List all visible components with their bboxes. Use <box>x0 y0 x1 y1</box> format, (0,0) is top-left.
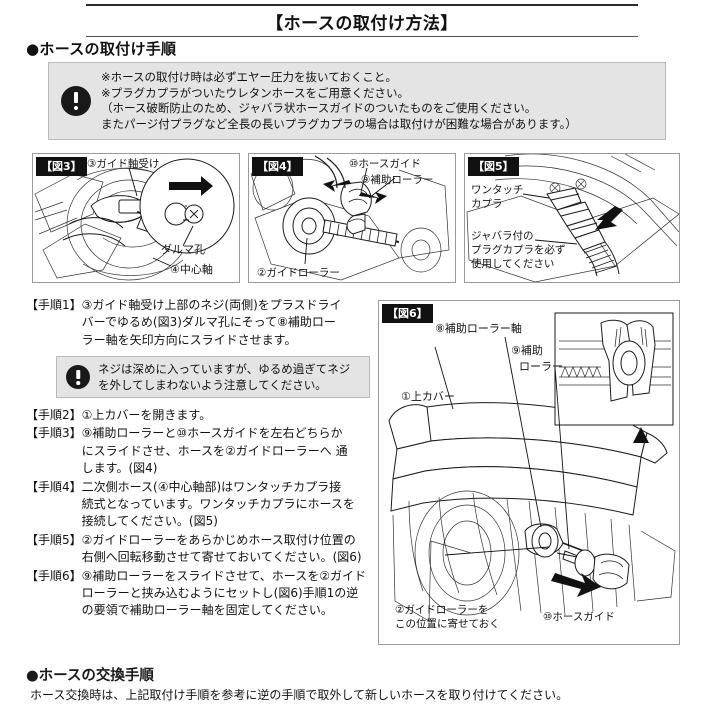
step-item: 【手順3】 ⑨補助ローラーと⑩ホースガイドを左右どちらか にスライドさせ、ホース… <box>26 425 371 477</box>
step-line: 二次側ホース(④中心軸部)はワンタッチカプラ接 <box>81 479 342 494</box>
figure-6-label-aux-roller-1: ⑨補助 <box>511 344 543 357</box>
figure-5-label-quick-coupler-1: ワンタッチ <box>471 184 524 196</box>
install-notice-box: ※ホースの取付け時は必ずエヤー圧力を抜いておくこと。 ※プラグカプラがついたウレ… <box>48 62 666 140</box>
figure-5-badge: 【図5】 <box>468 157 519 176</box>
step-line: ②ガイドローラーをあらかじめホース取付け位置の <box>81 532 356 547</box>
notice-line: （ホース破断防止のため、ジャバラ状ホースガイドのついたものをご使用ください。 <box>101 101 537 115</box>
exclamation-icon <box>61 86 91 116</box>
step-item: 【手順5】 ②ガイドローラーをあらかじめホース取付け位置の 右側へ回転移動させて… <box>26 532 371 567</box>
step-tag: 【手順5】 <box>26 532 82 547</box>
figure-3-badge: 【図3】 <box>36 157 87 176</box>
step-tag: 【手順6】 <box>26 568 82 583</box>
figure-4-label-aux-roller: ⑨補助ローラー <box>361 174 434 186</box>
figure-6-illustration <box>388 312 676 622</box>
step-item: 【手順6】 ⑨補助ローラーをスライドさせて、ホースを②ガイド ローラーと挟み込む… <box>26 568 371 620</box>
figure-6-badge: 【図6】 <box>382 304 433 323</box>
figure-6-label-guide-roller-2: この位置に寄せておく <box>395 618 500 630</box>
figure-5-illustration <box>466 154 679 282</box>
notice-line: ネジは深めに入っていますが、ゆるめ過ぎてネジ <box>98 362 351 376</box>
section-heading-replace: ●ホースの交換手順 <box>26 668 154 684</box>
step-item: 【手順2】 ①上カバーを開きます。 <box>26 407 371 424</box>
section-replace-text: ホース交換時は、上記取付け手順を参考に逆の手順で取外して新しいホースを取り付けて… <box>30 688 569 702</box>
step-body: ①上カバーを開きます。 <box>82 407 371 424</box>
step-body: ③ガイド軸受け上部のネジ(両側)をプラスドライ バーでゆるめ(図3)ダルマ孔にそ… <box>82 297 371 349</box>
figure-3: 【図3】 ③ガイド軸受け ダルマ孔 ④中心軸 <box>32 153 240 283</box>
step-tag: 【手順4】 <box>26 479 82 494</box>
figure-5-label-bellows-1: ジャバラ付の <box>471 230 534 242</box>
step-tag: 【手順2】 <box>26 408 82 422</box>
step-item: 【手順4】 二次側ホース(④中心軸部)はワンタッチカプラ接 続式となっています。… <box>26 479 371 531</box>
figure-5-label-bellows-2: プラグカプラを必ず <box>471 244 566 256</box>
step-line: ラー軸を矢印方向にスライドさせます。 <box>81 332 297 347</box>
step-body: ⑨補助ローラーと⑩ホースガイドを左右どちらか にスライドさせ、ホースを②ガイドロ… <box>82 425 371 477</box>
step-body: 二次側ホース(④中心軸部)はワンタッチカプラ接 続式となっています。ワンタッチカ… <box>82 479 371 531</box>
step-body: ⑨補助ローラーをスライドさせて、ホースを②ガイド ローラーと挟み込むようにセット… <box>82 568 371 620</box>
figure-4-illustration <box>250 155 450 281</box>
figure-6: 【図6】 ⑧補助ローラー軸 ⑨補助 ローラー ①上カバー ②ガイドローラーを こ… <box>378 300 680 645</box>
step-line: にスライドさせ、ホースを②ガイドローラーへ 通 <box>81 443 348 458</box>
figure-5: 【図5】 ワンタッチ カプラ ジャバラ付の プラグカプラを必ず 使用してください <box>464 153 680 283</box>
step-line: バーでゆるめ(図3)ダルマ孔にそって⑧補助ロー <box>81 315 336 330</box>
install-steps-list: 【手順1】 ③ガイド軸受け上部のネジ(両側)をプラスドライ バーでゆるめ(図3)… <box>26 297 371 350</box>
step-line: 続式となっています。ワンタッチカプラにホースを <box>81 497 355 512</box>
notice-line: ※プラグカプラがついたウレタンホースをご用意ください。 <box>101 85 410 100</box>
figure-4-label-hose-guide: ⑩ホースガイド <box>349 158 421 170</box>
notice-line: またパージ付プラグなど全長の長いプラグカプラの場合は取付けが困難な場合があります… <box>101 116 577 131</box>
step-line: ローラーと挟み込むようにセットし(図6)手順1の逆 <box>81 586 359 601</box>
figure-3-label-guide-bearing: ③ガイド軸受け <box>87 158 160 170</box>
step-body: ②ガイドローラーをあらかじめホース取付け位置の 右側へ回転移動させて寄せておいて… <box>82 532 371 567</box>
title-rule-bottom <box>86 36 638 37</box>
page-title: 【ホースの取付け方法】 <box>266 14 458 34</box>
figure-4: 【図4】 ⑩ホースガイド ⑨補助ローラー ②ガイドローラー <box>248 153 456 283</box>
install-notice-text: ※ホースの取付け時は必ずエヤー圧力を抜いておくこと。 ※プラグカプラがついたウレ… <box>101 70 585 132</box>
step-line: します。(図4) <box>81 461 158 476</box>
step-tag: 【手順1】 <box>26 298 82 312</box>
step-line: ③ガイド軸受け上部のネジ(両側)をプラスドライ <box>81 298 342 312</box>
figure-6-label-guide-roller-1: ②ガイドローラーを <box>395 604 489 616</box>
title-rule-top <box>86 4 638 6</box>
step-line: 右側へ回転移動させて寄せておいてください。(図6) <box>81 550 362 565</box>
figure-5-label-bellows-3: 使用してください <box>471 258 555 270</box>
figure-6-label-hose-guide: ⑩ホースガイド <box>543 611 615 623</box>
step-tag: 【手順3】 <box>26 426 82 441</box>
figure-5-label-quick-coupler-2: カプラ <box>471 198 503 210</box>
figure-3-illustration <box>34 158 235 281</box>
notice-line: を外してしまわないよう注意してください。 <box>98 378 327 392</box>
step-line: ⑨補助ローラーをスライドさせて、ホースを②ガイド <box>81 568 366 583</box>
step-notice-box: ネジは深めに入っていますが、ゆるめ過ぎてネジ を外してしまわないよう注意してくだ… <box>56 356 370 398</box>
install-steps-list-continued: 【手順2】 ①上カバーを開きます。 【手順3】 ⑨補助ローラーと⑩ホースガイドを… <box>26 407 371 621</box>
figure-4-badge: 【図4】 <box>252 157 303 176</box>
figure-6-label-aux-roller-shaft: ⑧補助ローラー軸 <box>435 322 522 335</box>
figure-4-label-guide-roller: ②ガイドローラー <box>257 267 340 279</box>
figure-3-label-center-shaft: ④中心軸 <box>170 263 213 276</box>
figure-3-label-daruma-hole: ダルマ孔 <box>161 243 205 256</box>
notice-line: ※ホースの取付け時は必ずエヤー圧力を抜いておくこと。 <box>101 70 397 84</box>
step-notice-text: ネジは深めに入っていますが、ゆるめ過ぎてネジ を外してしまわないよう注意してくだ… <box>98 361 358 393</box>
step-line: の要領で補助ローラー軸を固定してください。 <box>81 603 333 618</box>
section-heading-install: ●ホースの取付け手順 <box>26 40 177 58</box>
step-line: 接続してください。(図5) <box>81 514 218 529</box>
figure-6-label-aux-roller-2: ローラー <box>519 360 563 373</box>
step-line: ⑨補助ローラーと⑩ホースガイドを左右どちらか <box>81 426 343 441</box>
page-title-block: 【ホースの取付け方法】 <box>86 4 638 37</box>
figure-6-label-top-cover: ①上カバー <box>401 390 455 403</box>
step-line: ①上カバーを開きます。 <box>81 408 212 422</box>
step-item: 【手順1】 ③ガイド軸受け上部のネジ(両側)をプラスドライ バーでゆるめ(図3)… <box>26 297 371 349</box>
exclamation-icon <box>66 365 90 389</box>
